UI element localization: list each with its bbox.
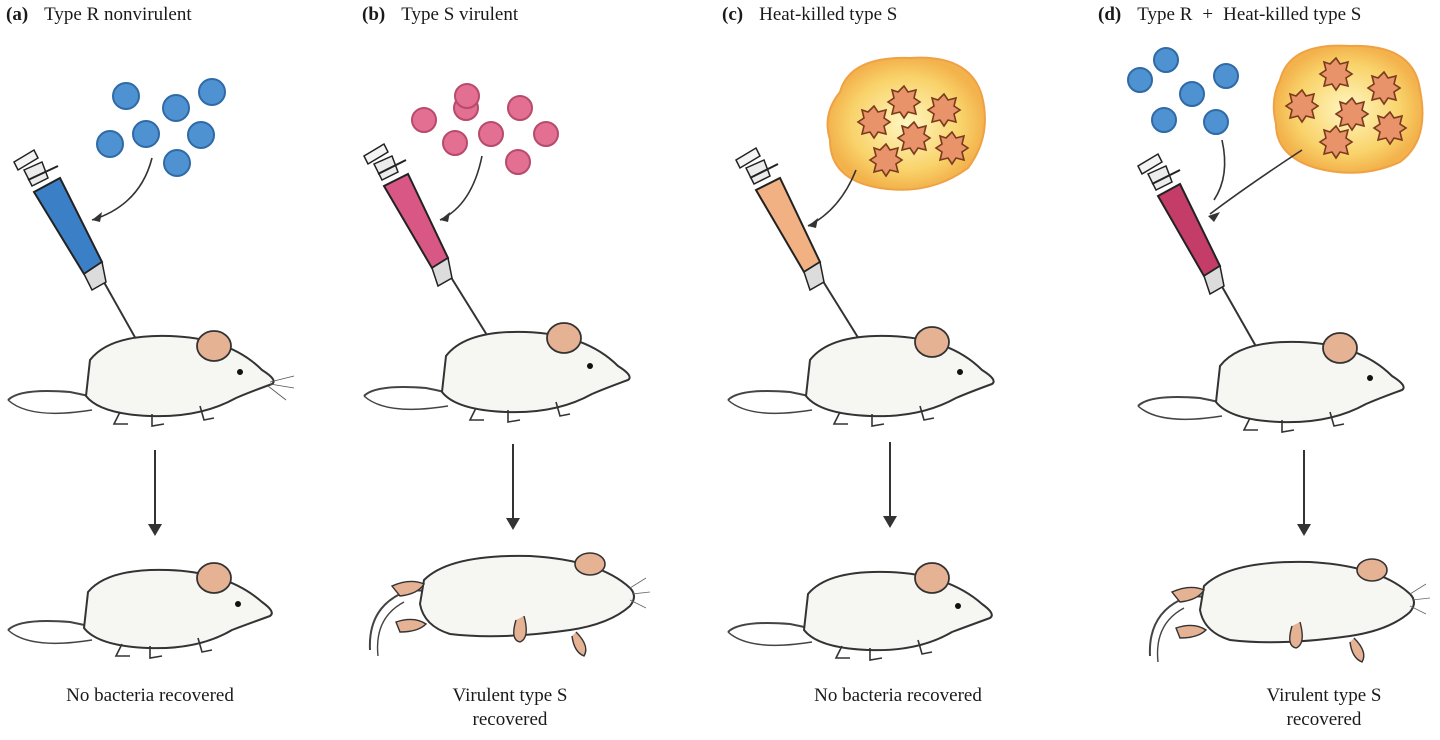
heat-killed-cloud [826,56,986,191]
panel-a-letter: (a) [6,4,29,25]
mouse-alive-icon [727,326,995,427]
type-s-cells [411,83,559,175]
panel-b-result-line-1: Virulent type S [452,685,568,706]
panel-a-result: No bacteria recovered [0,684,300,708]
panel-b-result: Virulent type S recovered [360,684,660,732]
panel-b-result-line-2: recovered [472,709,548,730]
panel-c-title: Heat-killed type S [759,4,898,25]
panel-c-illustration [727,56,995,661]
panel-a: (a) Type R nonvirulent [0,0,360,740]
mouse-alive-icon [363,322,631,423]
panel-d-title-extra: Heat-killed type S [1223,4,1362,25]
panel-d-result: Virulent type S recovered [1174,684,1440,732]
syringe-pink-icon [363,142,501,357]
panel-c-result: No bacteria recovered [748,684,1048,708]
panel-d: (d) Type R + Heat-killed type S [1080,0,1440,740]
mouse-result-alive-icon [7,562,273,659]
panel-d-plus: + [1202,4,1214,25]
panel-a-heading: (a) Type R nonvirulent [6,4,192,26]
mouse-alive-icon [7,330,295,427]
panel-c: (c) Heat-killed type S [720,0,1080,740]
panel-a-title: Type R nonvirulent [44,4,192,25]
panel-b-heading: (b) Type S virulent [362,4,518,26]
syringe-peach-icon [735,146,873,361]
panel-b-title: Type S virulent [401,4,519,25]
panel-d-title: Type R [1137,4,1193,25]
mouse-dead-icon [1148,558,1431,663]
panel-d-illustration [1127,44,1431,663]
panel-a-illustration [7,78,295,659]
mouse-alive-icon [1137,332,1405,433]
panel-d-result-line-2: recovered [1286,709,1362,730]
panel-d-heading: (d) Type R + Heat-killed type S [1098,4,1361,26]
panel-b-illustration [363,83,651,657]
type-r-cells [96,78,226,177]
mouse-dead-icon [368,552,651,657]
panel-b-letter: (b) [362,4,386,25]
panel-c-letter: (c) [722,4,744,25]
panel-d-result-line-1: Virulent type S [1266,685,1382,706]
panel-a-result-line-1: No bacteria recovered [66,685,234,706]
panel-c-heading: (c) Heat-killed type S [722,4,897,26]
heat-killed-cloud [1272,44,1424,174]
mouse-result-alive-icon [727,562,993,661]
type-r-cells [1127,47,1239,135]
panel-b: (b) Type S virulent [360,0,720,740]
syringe-blue-icon [13,148,151,365]
panel-c-result-line-1: No bacteria recovered [814,685,982,706]
panel-d-letter: (d) [1098,4,1122,25]
syringe-crimson-icon [1137,152,1267,365]
